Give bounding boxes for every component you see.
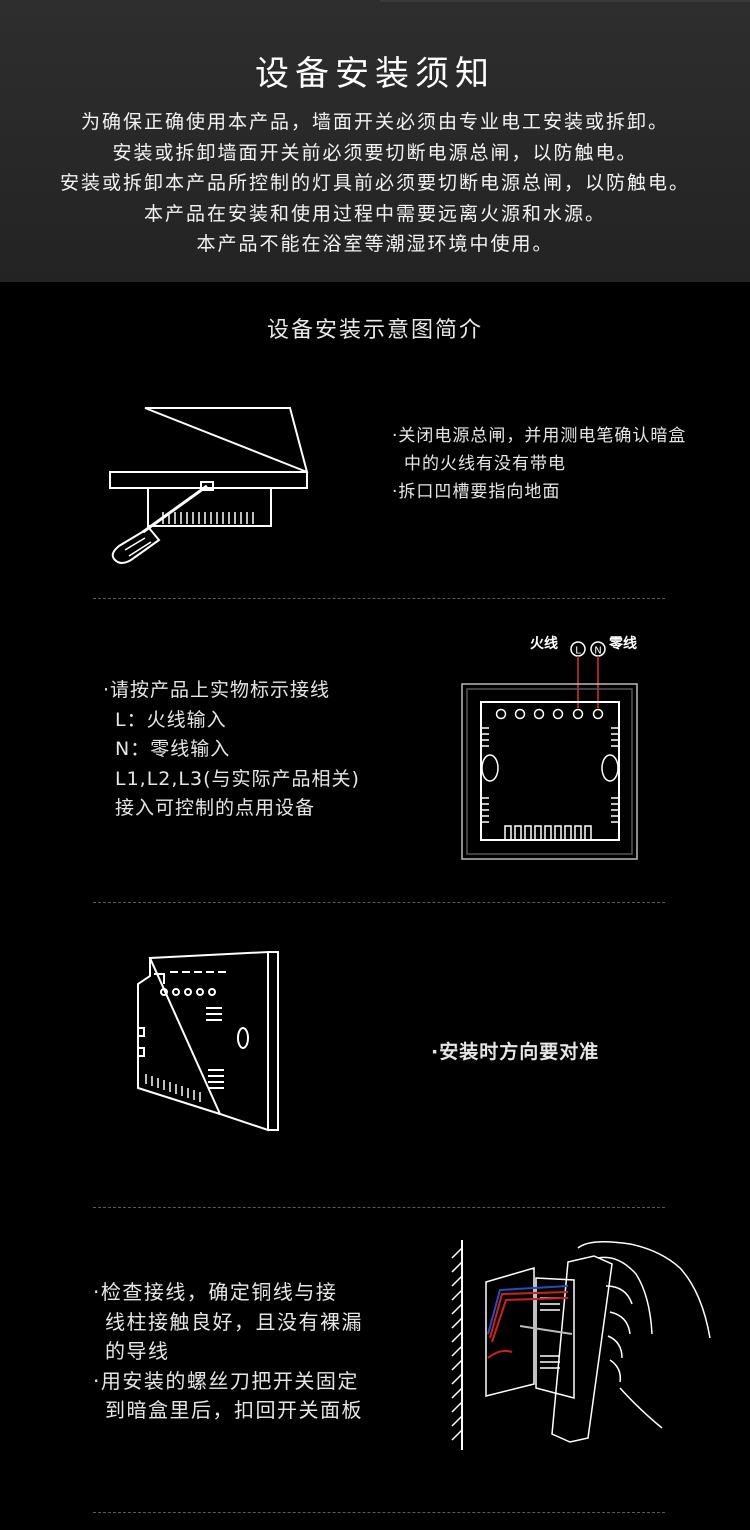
step-line: 中的火线有没有带电	[404, 454, 566, 474]
step-line: ·拆口凹槽要指向地面	[392, 482, 561, 502]
note-line: 为确保正确使用本产品，墙面开关必须由专业电工安装或拆卸。	[80, 111, 669, 133]
page-title: 设备安装须知	[255, 54, 495, 94]
step-line: 线柱接触良好，且没有裸漏	[105, 1309, 363, 1334]
dashed-divider	[93, 1207, 665, 1208]
neutral-wire-label: 零线	[608, 635, 637, 652]
live-terminal-mark: L	[575, 646, 581, 657]
step-line: 的导线	[105, 1339, 170, 1363]
step-2-text: ·请按产品上实物标示接线 L：火线输入 N：零线输入 L1,L2,L3(与实际产…	[103, 676, 360, 824]
neutral-terminal-mark: N	[594, 646, 601, 657]
step-1-text: ·关闭电源总闸，并用测电笔确认暗盒 中的火线有没有带电 ·拆口凹槽要指向地面	[392, 422, 686, 506]
note-line: 本产品在安装和使用过程中需要远离火源和水源。	[143, 202, 606, 225]
dashed-divider	[93, 902, 665, 903]
header-banner: 设备安装须知 为确保正确使用本产品，墙面开关必须由专业电工安装或拆卸。 安装或拆…	[0, 0, 750, 282]
step-line: ·检查接线，确定铜线与接	[93, 1280, 338, 1304]
step-line: ·用安装的螺丝刀把开关固定	[93, 1368, 359, 1393]
step-line: 到暗盒里后，扣回开关面板	[105, 1398, 363, 1422]
live-wire-label: 火线	[530, 635, 558, 652]
note-line: 安装或拆卸本产品所控制的灯具前必须要切断电源总闸，以防触电。	[59, 172, 690, 194]
note-line: 安装或拆卸墙面开关前必须要切断电源总闸，以防触电。	[112, 141, 638, 164]
safety-notes: 为确保正确使用本产品，墙面开关必须由专业电工安装或拆卸。 安装或拆卸墙面开关前必…	[0, 107, 750, 260]
hand-install-illustration	[451, 1240, 711, 1450]
top-accent-line	[380, 0, 750, 2]
dashed-divider	[93, 598, 665, 599]
step-line: ·安装时方向要对准	[431, 1041, 600, 1063]
step-line: N：零线输入	[115, 738, 231, 760]
switch-side-view-illustration	[137, 950, 279, 1132]
step-3-text: ·安装时方向要对准	[431, 1038, 599, 1066]
step-line: ·请按产品上实物标示接线	[103, 679, 331, 701]
step-line: L：火线输入	[115, 708, 227, 731]
step-4-text: ·检查接线，确定铜线与接 线柱接触良好，且没有裸漏 的导线 ·用安装的螺丝刀把开…	[93, 1278, 363, 1426]
step-line: L1,L2,L3(与实际产品相关)	[115, 767, 360, 790]
step-line: 接入可控制的点用设备	[115, 797, 316, 819]
wiring-diagram: 火线 零线 L N	[461, 635, 638, 860]
section-title: 设备安装示意图简介	[266, 318, 483, 343]
note-line: 本产品不能在浴室等潮湿环境中使用。	[196, 233, 554, 255]
step-line: ·关闭电源总闸，并用测电笔确认暗盒	[392, 426, 687, 446]
switch-screwdriver-illustration	[109, 407, 309, 564]
dashed-divider	[93, 1512, 665, 1513]
